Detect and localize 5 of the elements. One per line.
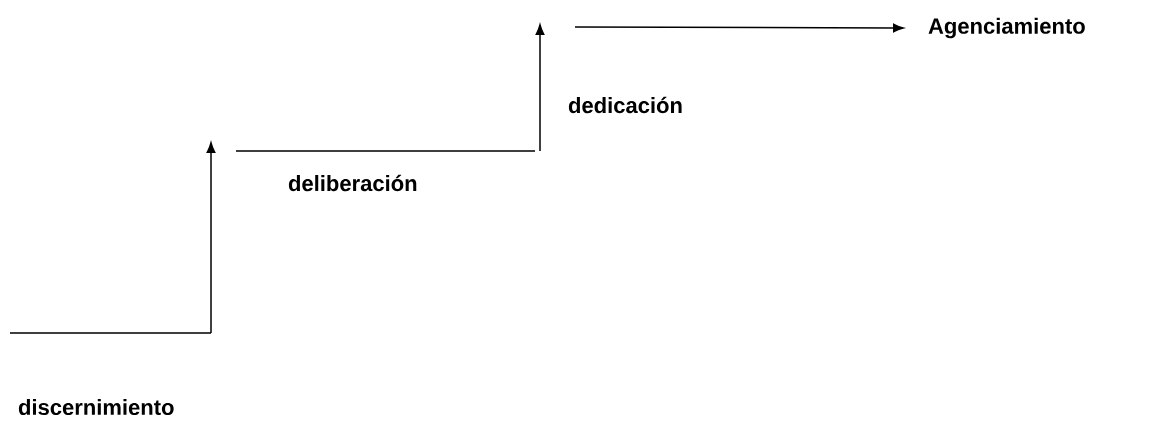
arrow [574, 23, 904, 33]
step-label: Agenciamiento [928, 17, 1085, 39]
step-label: dedicación [568, 96, 682, 114]
step-label: deliberación [288, 174, 417, 192]
step-label: discernimiento [18, 398, 174, 416]
